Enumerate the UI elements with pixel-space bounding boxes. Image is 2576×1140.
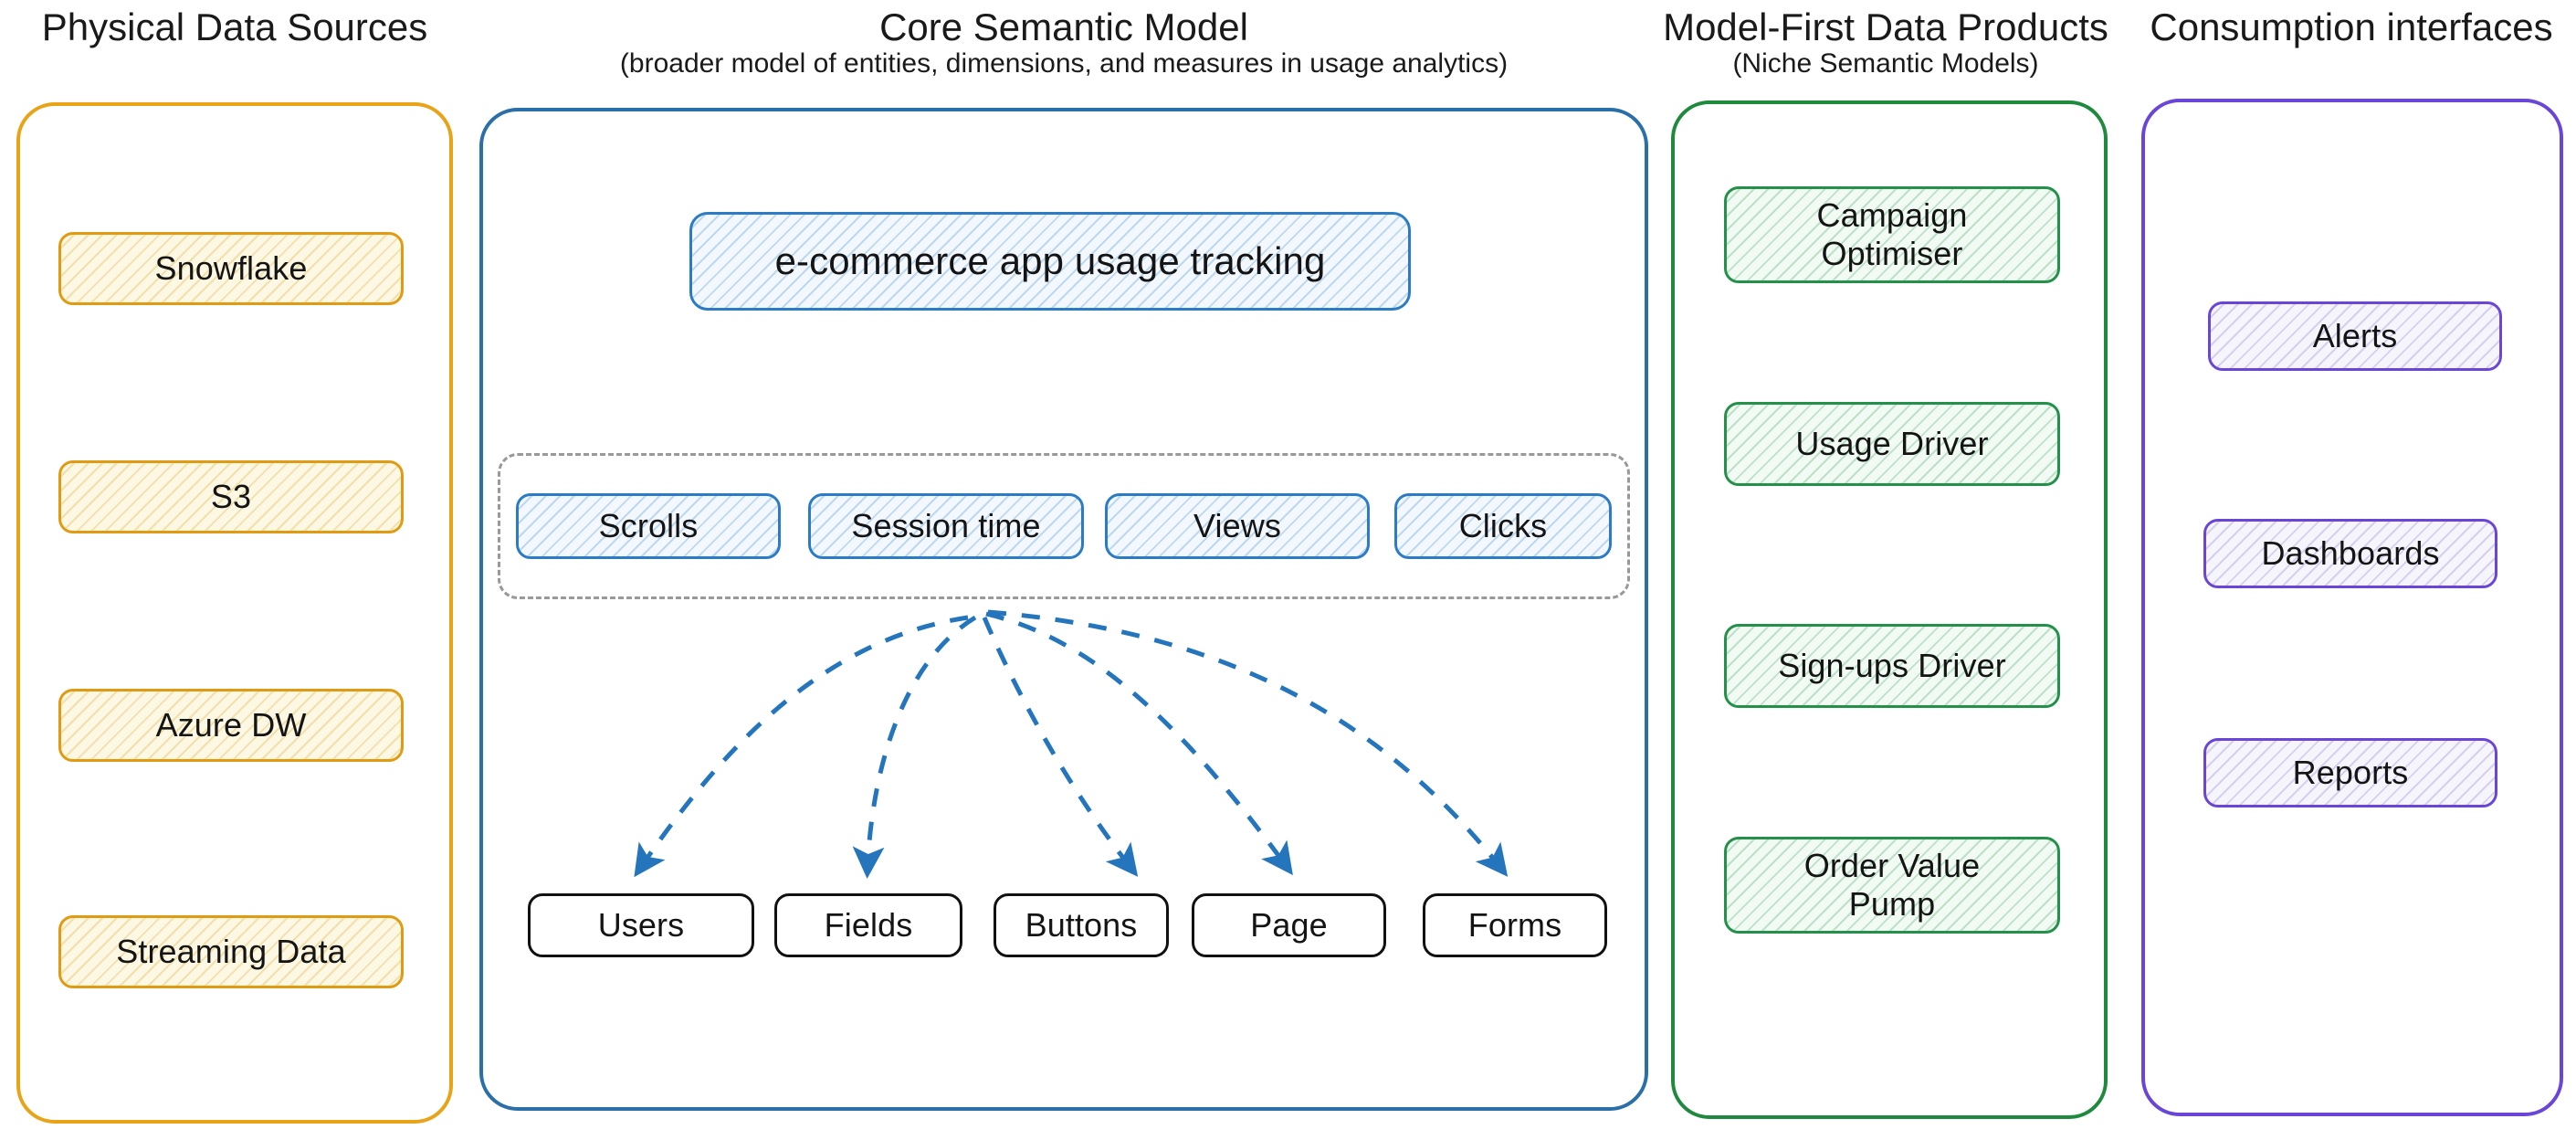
column-title-core-text: Core Semantic Model [879,5,1248,48]
core-entity-forms-label: Forms [1467,906,1562,945]
physical-source-azure-dw-label: Azure DW [155,706,307,744]
physical-source-streaming-data[interactable]: Streaming Data [58,915,404,988]
consumption-dashboards[interactable]: Dashboards [2203,519,2497,588]
physical-source-azure-dw[interactable]: Azure DW [58,689,404,762]
column-subtitle-products-text: (Niche Semantic Models) [1732,48,2039,79]
core-measure-views-label: Views [1193,507,1281,545]
consumption-reports-label: Reports [2292,754,2409,792]
core-measure-clicks-label: Clicks [1458,507,1548,545]
data-product-order-value-pump-label: Order Value Pump [1803,847,1981,923]
column-title-physical: Physical Data Sources [16,5,453,48]
data-product-usage-driver[interactable]: Usage Driver [1724,402,2060,486]
core-measure-scrolls-label: Scrolls [598,507,699,545]
column-title-physical-text: Physical Data Sources [41,5,428,48]
core-entity-users-label: Users [597,906,685,945]
data-product-usage-driver-label: Usage Driver [1795,425,1989,463]
column-title-consumption: Consumption interfaces [2137,5,2566,48]
consumption-reports[interactable]: Reports [2203,738,2497,808]
physical-source-snowflake-label: Snowflake [154,249,308,288]
core-entity-users[interactable]: Users [528,893,754,957]
physical-source-streaming-data-label: Streaming Data [116,933,346,971]
data-product-campaign-optimiser-label: Campaign Optimiser [1816,196,1968,272]
core-measure-scrolls[interactable]: Scrolls [516,493,781,559]
core-entity-fields[interactable]: Fields [774,893,962,957]
core-measure-session-time-label: Session time [851,507,1041,545]
core-measure-clicks[interactable]: Clicks [1394,493,1612,559]
column-subtitle-core-text: (broader model of entities, dimensions, … [619,48,1509,79]
core-entity-fields-label: Fields [824,906,913,945]
core-entity-buttons-label: Buttons [1025,906,1138,945]
core-hero-ecommerce-usage-tracking[interactable]: e-commerce app usage tracking [689,212,1411,311]
consumption-alerts[interactable]: Alerts [2208,301,2502,371]
column-title-consumption-text: Consumption interfaces [2150,5,2553,48]
core-entity-forms[interactable]: Forms [1423,893,1607,957]
core-entity-page-label: Page [1250,906,1328,945]
consumption-dashboards-label: Dashboards [2261,534,2440,573]
consumption-interfaces-container [2141,99,2563,1116]
core-entity-page[interactable]: Page [1192,893,1386,957]
core-hero-label: e-commerce app usage tracking [774,238,1326,282]
data-product-signups-driver-label: Sign-ups Driver [1778,647,2006,685]
core-measure-views[interactable]: Views [1105,493,1370,559]
data-product-signups-driver[interactable]: Sign-ups Driver [1724,624,2060,708]
physical-source-snowflake[interactable]: Snowflake [58,232,404,305]
data-product-order-value-pump[interactable]: Order Value Pump [1724,837,2060,934]
core-entity-buttons[interactable]: Buttons [994,893,1169,957]
core-measures-group [498,453,1630,599]
core-measure-session-time[interactable]: Session time [808,493,1084,559]
consumption-alerts-label: Alerts [2312,317,2398,355]
data-product-campaign-optimiser[interactable]: Campaign Optimiser [1724,186,2060,283]
physical-source-s3-label: S3 [210,478,252,516]
column-title-products-text: Model-First Data Products [1663,5,2108,48]
physical-source-s3[interactable]: S3 [58,460,404,533]
column-title-products: Model-First Data Products (Niche Semanti… [1657,5,2114,79]
column-title-core: Core Semantic Model (broader model of en… [479,5,1648,79]
